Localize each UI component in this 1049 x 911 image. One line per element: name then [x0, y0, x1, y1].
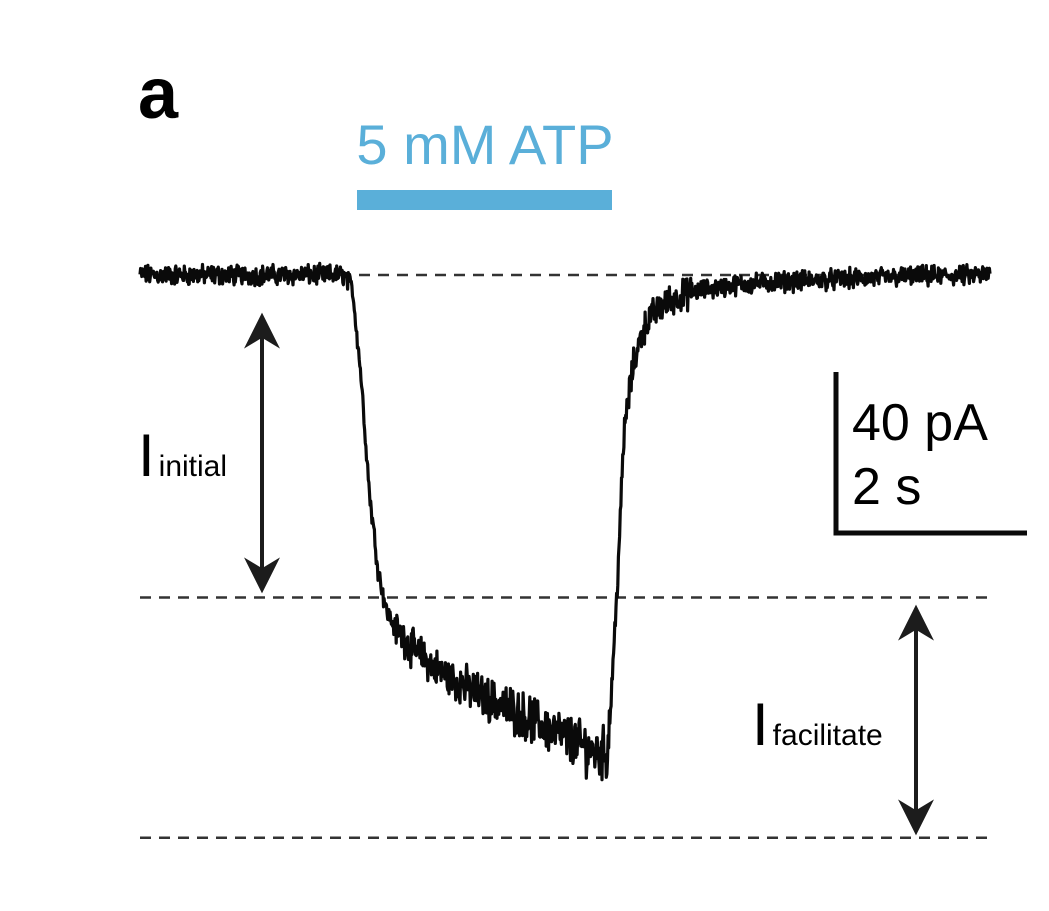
i-initial-main: I [138, 422, 155, 489]
current-trace [138, 261, 992, 782]
panel-label: a [138, 54, 179, 134]
stimulus-bar [357, 190, 612, 210]
scale-bar-current-label: 40 pA [852, 394, 988, 452]
i-facilitate-label: I facilitate [752, 691, 883, 758]
i-initial-label: I initial [138, 422, 227, 489]
scale-bar [833, 372, 1027, 536]
i-facilitate-subscript: facilitate [773, 719, 883, 752]
stimulus-label: 5 mM ATP [356, 113, 613, 176]
scale-bar-time-label: 2 s [852, 458, 921, 516]
i-facilitate-main: I [752, 691, 769, 758]
i-initial-subscript: initial [159, 450, 227, 483]
reference-lines [140, 273, 990, 840]
